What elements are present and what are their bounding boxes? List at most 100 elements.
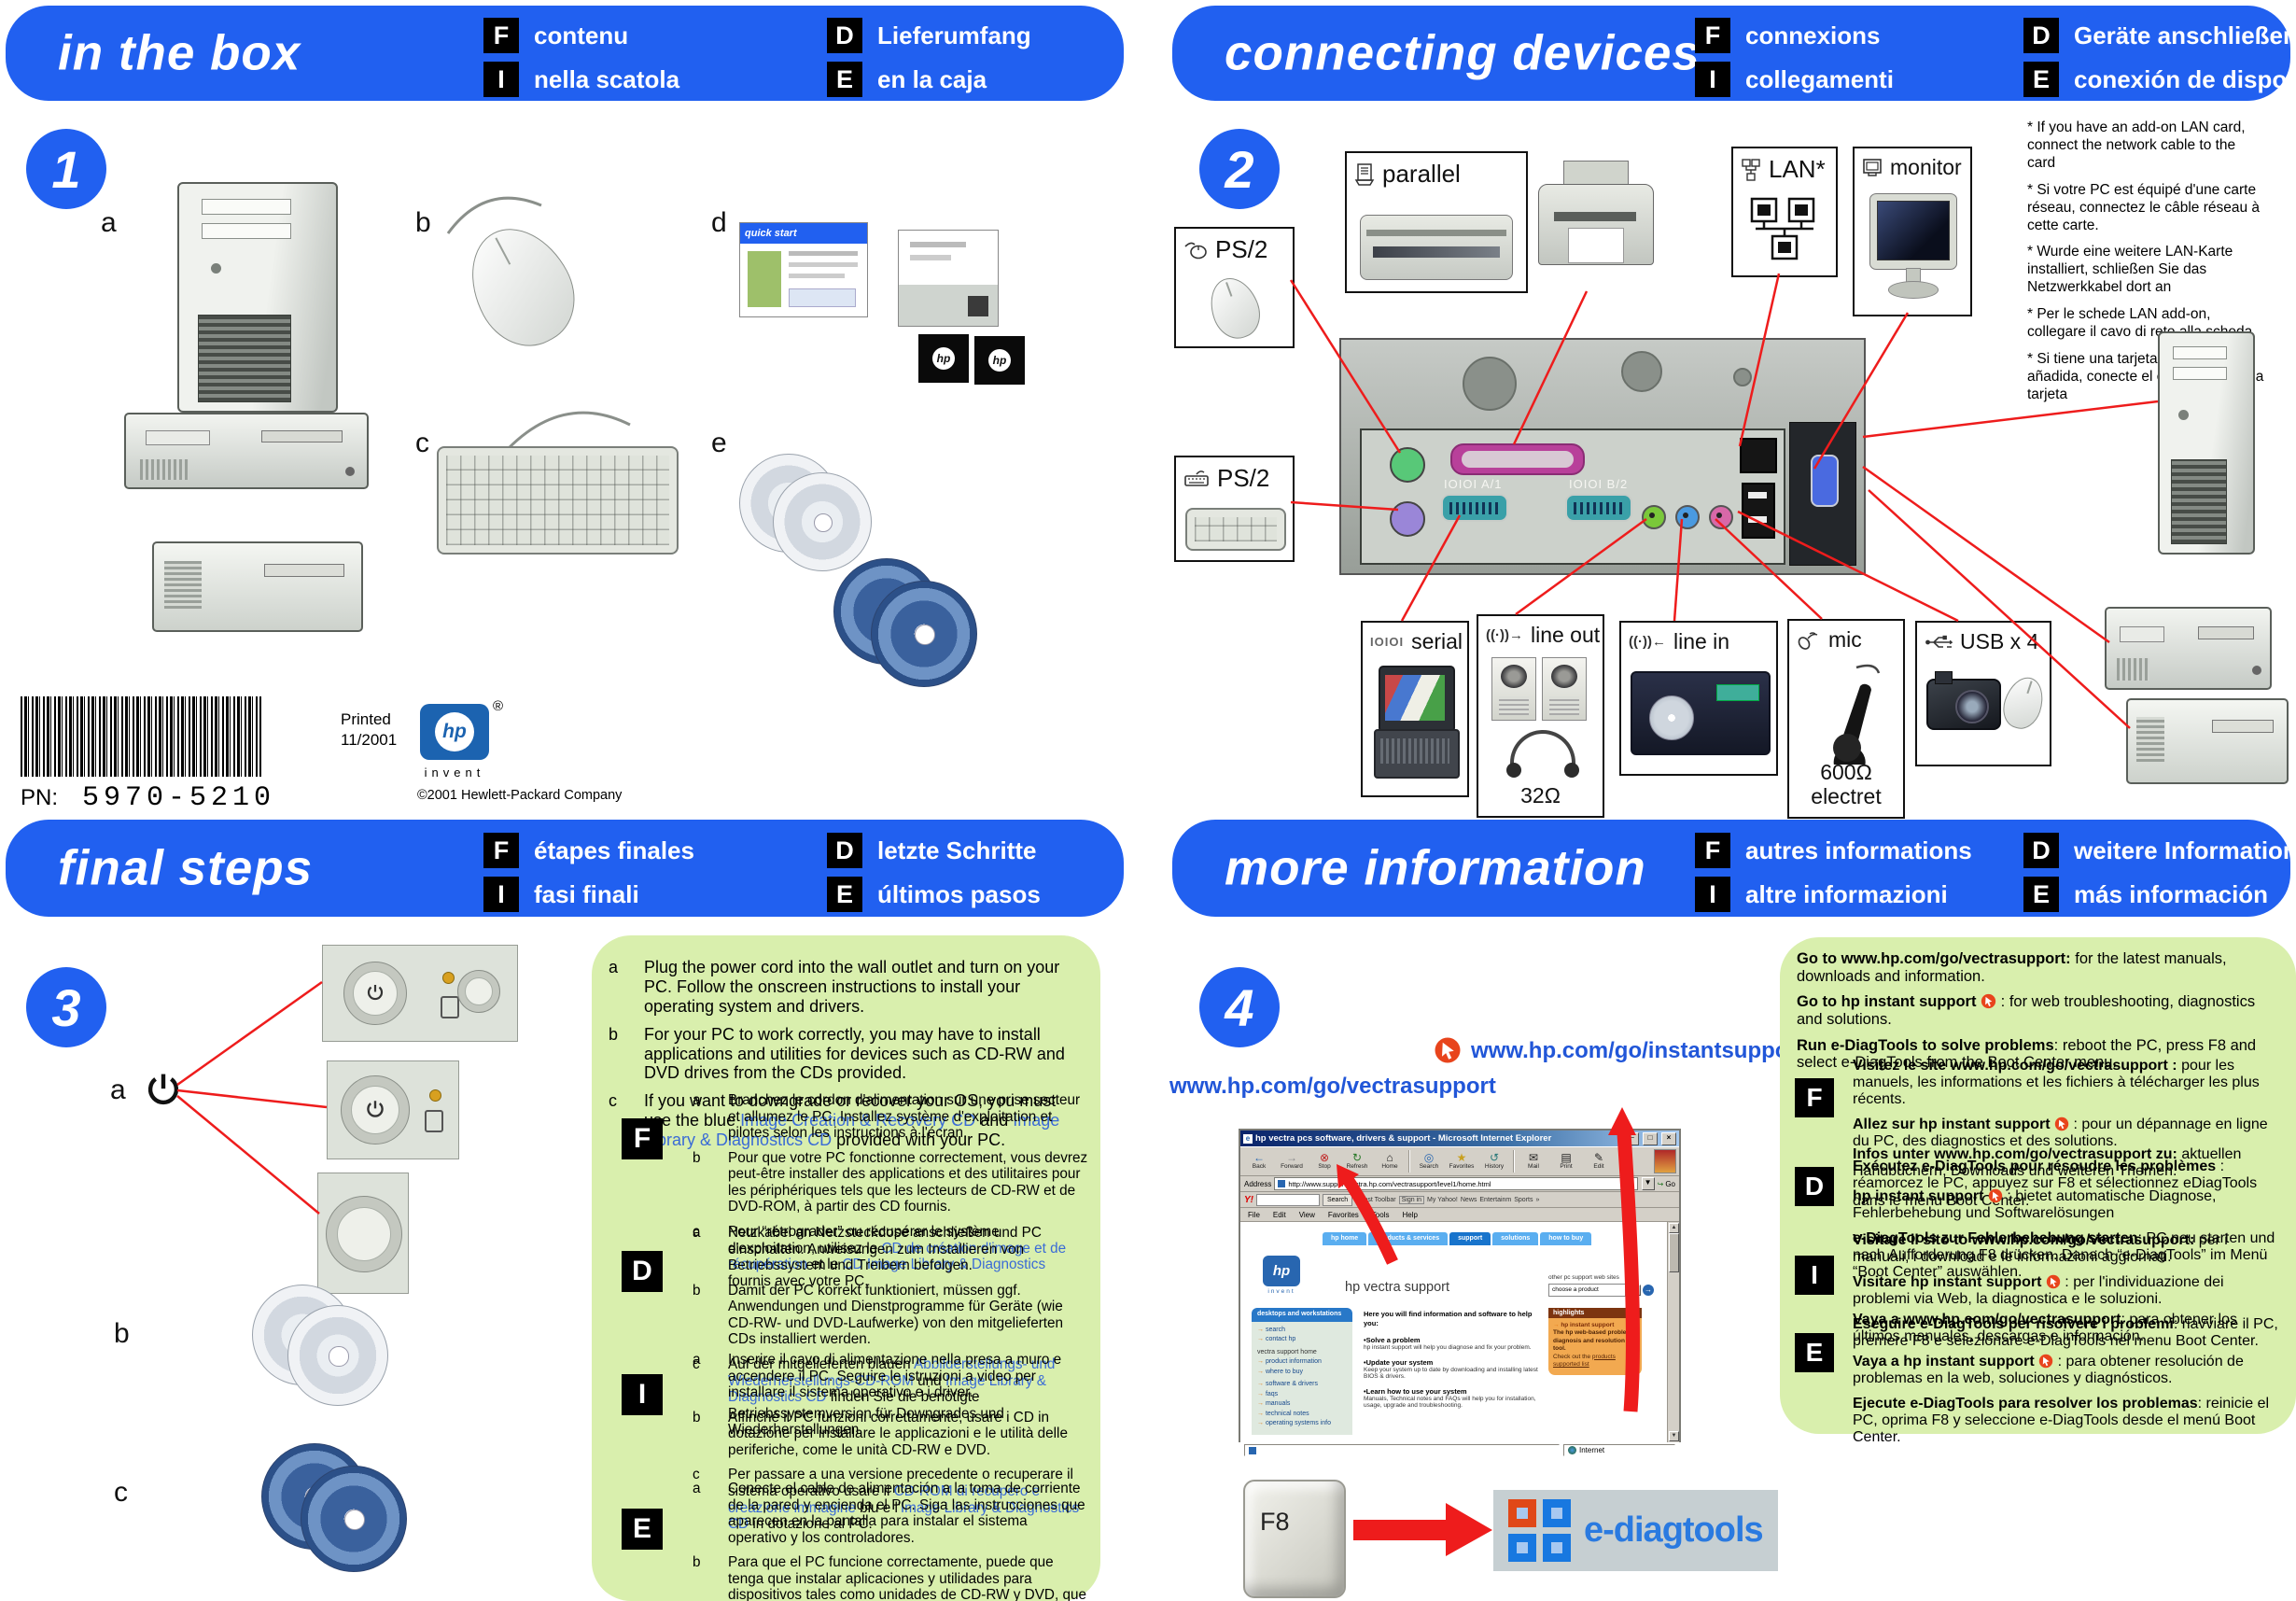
line-out-icon: ((·))→ <box>1486 627 1523 643</box>
step-letter: c <box>693 1467 700 1483</box>
en-entry-3: Run e-DiagTools to solve problems: reboo… <box>1797 1036 2257 1072</box>
sidebar-item-contact: → contact hp <box>1257 1336 1296 1343</box>
sidebar-item-os-info: → operating systems info <box>1257 1420 1331 1427</box>
section-title-more-info: more information <box>1225 840 1646 896</box>
mail-icon: ✉ <box>1528 1151 1539 1165</box>
cd-link: Image Creation & Recovery CD <box>740 1111 976 1131</box>
electret-label: electret <box>1811 784 1882 808</box>
section-title-connecting: connecting devices <box>1225 25 1701 81</box>
text: and <box>975 1111 1014 1131</box>
step-letter: b <box>609 1024 619 1044</box>
callout-line-out: ((·))→line out 32Ω <box>1477 614 1604 818</box>
scanner <box>1360 215 1513 280</box>
cd-blue-2 <box>871 581 977 687</box>
serial-a-label: IOIOI A/1 <box>1444 477 1503 491</box>
line-out-label: line out <box>1530 623 1601 647</box>
more-info-panel <box>1780 937 2296 1434</box>
cd-link: Abbilderstellungs- und Wiederherstellung… <box>728 1356 1056 1389</box>
de-step-b: Damit der PC korrekt funktioniert, müsse… <box>728 1282 1064 1348</box>
highlights-link: → hp instant support <box>1553 1322 1615 1328</box>
text: und <box>913 1372 945 1389</box>
en-step-c: If you want to downgrade or recover your… <box>644 1091 1085 1150</box>
line-in-icon: ((·))← <box>1629 634 1666 650</box>
fr-step-a: Branchez le cordon d'alimentation sur un… <box>728 1092 1081 1142</box>
usb-mouse <box>1997 672 2050 734</box>
power-panel-1 <box>322 945 518 1042</box>
search-button: ◎Search <box>1413 1152 1445 1171</box>
forward-icon: → <box>1286 1151 1297 1165</box>
other-sites-label: other pc support web sites <box>1548 1274 1619 1281</box>
lang-label-fr: connexions <box>1745 21 1881 49</box>
maximize-button: □ <box>1643 1131 1658 1145</box>
text: in dotazione al PC. <box>749 1516 873 1533</box>
address-label: Address <box>1244 1179 1272 1188</box>
serial-port-b <box>1565 494 1632 522</box>
ps2-label: PS/2 <box>1217 464 1270 492</box>
lang-label-es: en la caja <box>877 64 987 93</box>
sidebar-item-product-info: → product information <box>1257 1358 1322 1366</box>
tab-how-to-buy: how to buy <box>1540 1232 1592 1245</box>
instant-support-icon <box>1981 994 1996 1009</box>
page-icon <box>1278 1180 1286 1187</box>
text: finden Sie die benötigte Betriebssystemv… <box>728 1389 1004 1439</box>
hp-logo-text: hp <box>435 712 474 751</box>
yahoo-link: Sports <box>1514 1196 1533 1203</box>
cd-link: CD-ROM di recupero e creazione immagine <box>728 1483 1041 1516</box>
more-info-french: Visitez le site www.hp.com/go/vectrasupp… <box>1853 1058 2284 1218</box>
text: Pour “rétrograder” ou récupérer le systè… <box>728 1224 1000 1257</box>
menu-tools: Tools <box>1371 1210 1390 1219</box>
item-letter-e: e <box>711 428 727 458</box>
cd-player <box>1631 671 1771 755</box>
step-letter: b <box>693 1282 701 1299</box>
keyboard <box>437 446 679 555</box>
fr-step-c: Pour “rétrograder” ou récupérer le systè… <box>728 1224 1088 1289</box>
lang-label-de: weitere Informationen <box>2074 836 2296 864</box>
scroll-up: ▲ <box>1669 1223 1679 1233</box>
mouse-icon <box>1184 242 1207 259</box>
serial-port-a <box>1441 494 1508 522</box>
power-icon <box>147 1074 178 1105</box>
lang-letter-e: E <box>827 62 862 97</box>
sidebar-item-software: → software & drivers <box>1257 1381 1318 1388</box>
it-step-a: Inserire il cavo di alimentazione nella … <box>728 1352 1062 1401</box>
callout-parallel: parallel <box>1345 151 1528 293</box>
sidebar-header: desktops and workstations <box>1252 1308 1352 1322</box>
vectrasupport-url[interactable]: www.hp.com/go/vectrasupport <box>1169 1074 1496 1099</box>
menu-view: View <box>1298 1210 1315 1219</box>
it-entry-2: Visitare hp instant support : per l'indi… <box>1853 1274 2224 1308</box>
barcode <box>21 696 261 777</box>
note-en: * If you have an add-on LAN card, connec… <box>2027 119 2246 171</box>
refresh-icon: ↻ <box>1351 1151 1363 1165</box>
home-icon: ⌂ <box>1386 1151 1393 1165</box>
menu-help: Help <box>1402 1210 1418 1219</box>
lang-letter-f: F <box>483 833 519 868</box>
sidebar-item-where-to-buy: → where to buy <box>1257 1368 1304 1375</box>
instantsupport-url[interactable]: www.hp.com/go/instantsupport <box>1471 1038 1805 1063</box>
agp-slot-area <box>1789 422 1856 566</box>
note-fr: * Si votre PC est équipé d'une carte rés… <box>2027 181 2261 233</box>
mail-button: ✉Mail <box>1518 1152 1549 1171</box>
yahoo-more: » <box>1535 1196 1540 1203</box>
power-button-icon <box>367 1101 384 1117</box>
tab-products: products & services <box>1368 1232 1449 1245</box>
yahoo-link: Sign in <box>1398 1195 1425 1204</box>
line-in-label: line in <box>1673 629 1730 653</box>
mic-jack <box>1709 505 1733 529</box>
bullet-update: •Update your system <box>1364 1357 1434 1367</box>
note-de: * Wurde eine weitere LAN-Karte installie… <box>2027 244 2233 296</box>
es-entry-3: Ejecute e-DiagTools para resolver los pr… <box>1853 1396 2270 1446</box>
ediagtools-logo: e-diagtools <box>1493 1490 1778 1571</box>
es-entry-2: Vaya a hp instant support : para obtener… <box>1853 1354 2244 1387</box>
history-button: ↺History <box>1478 1152 1510 1171</box>
sidebar-item-faqs: → faqs <box>1257 1390 1279 1397</box>
hp-web-invent: invent <box>1267 1288 1295 1295</box>
step-letter: a <box>693 1092 701 1108</box>
globe-icon <box>1568 1446 1576 1454</box>
impedance-600: 600Ω <box>1820 760 1872 784</box>
